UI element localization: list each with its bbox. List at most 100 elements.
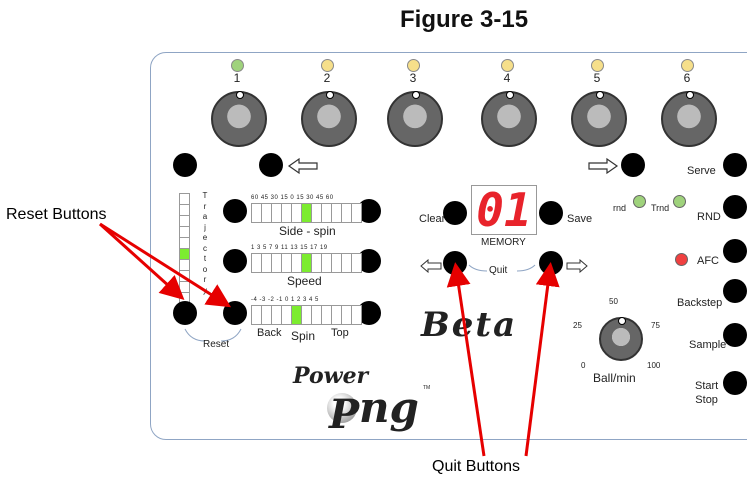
save-label: Save (567, 213, 593, 225)
backstep-button[interactable] (723, 279, 747, 303)
clear-label: Clear (419, 213, 446, 225)
ball-tick-0: 0 (581, 361, 586, 370)
knob-5-number: 5 (593, 71, 601, 85)
start-stop-label: Start Stop (695, 380, 719, 406)
serve-button[interactable] (723, 153, 747, 177)
knob-right-button[interactable] (621, 153, 645, 177)
knob-6[interactable] (661, 91, 717, 147)
speed-left-button[interactable] (223, 249, 247, 273)
brand-power: Power (293, 363, 369, 389)
trajectory-letter: j (204, 222, 206, 232)
trajectory-letter: c (203, 243, 207, 253)
knob-6-number: 6 (683, 71, 691, 85)
start-stop-button[interactable] (723, 371, 747, 395)
reset-trajectory-button[interactable] (173, 301, 197, 325)
ball-tick-75: 75 (651, 321, 660, 330)
rnd-button[interactable] (723, 195, 747, 219)
knob-6-led (681, 59, 694, 72)
knob-5-led (591, 59, 604, 72)
save-button[interactable] (539, 201, 563, 225)
afc-button[interactable] (723, 239, 747, 263)
knob-4[interactable] (481, 91, 537, 147)
brand-pong-suffix: ng (359, 383, 419, 432)
ball-tick-50: 50 (609, 297, 618, 306)
knob-2-led (321, 59, 334, 72)
trajectory-letter: r (203, 275, 207, 284)
knob-4-led (501, 59, 514, 72)
sample-label: Sample (689, 339, 727, 351)
knob-left-button[interactable] (173, 153, 197, 177)
brand-pong-p: P (329, 391, 360, 438)
spin-label: Spin (291, 329, 316, 343)
knob-3-led (407, 59, 420, 72)
reset-callout: Reset Buttons (6, 206, 107, 223)
reset-label: Reset (203, 339, 230, 350)
ball-logo-icon (327, 393, 357, 423)
spin-cell (351, 305, 362, 325)
memory-digits: 01 (476, 183, 532, 237)
knob-2-number: 2 (323, 71, 331, 85)
clear-button[interactable] (443, 201, 467, 225)
quit-left-arrow-icon (420, 259, 442, 273)
trajectory-letter: r (203, 201, 207, 211)
ball-per-min-knob[interactable] (599, 317, 643, 361)
speed-ticks: 1 3 5 7 9 11 13 15 17 19 (251, 245, 328, 251)
reset-bracket (184, 328, 242, 342)
spin-left-button[interactable] (223, 301, 247, 325)
knob-3-number: 3 (409, 71, 417, 85)
spin-ticks: -4 -3 -2 -1 0 1 2 3 4 5 (251, 297, 319, 303)
quit-right-button[interactable] (539, 251, 563, 275)
knob-1[interactable] (211, 91, 267, 147)
ball-tick-25: 25 (573, 321, 582, 330)
knob-1-number: 1 (233, 71, 241, 85)
quit-left-button[interactable] (443, 251, 467, 275)
quit-callout: Quit Buttons (432, 458, 521, 475)
afc-label: AFC (697, 255, 719, 267)
sidespin-left-button[interactable] (223, 199, 247, 223)
knob-3[interactable] (387, 91, 443, 147)
knob-5[interactable] (571, 91, 627, 147)
trajectory-letter: a (202, 212, 208, 221)
trajectory-letter: T (202, 191, 208, 200)
quit-label: Quit (489, 265, 508, 276)
speed-scale (251, 253, 362, 273)
trajectory-scale (179, 193, 190, 315)
speed-label: Speed (287, 274, 322, 288)
RND-label: RND (697, 211, 721, 223)
trajectory-letter: t (203, 254, 207, 263)
afc-led (675, 253, 688, 266)
knob-4-number: 4 (503, 71, 511, 85)
spin-top-label: Top (331, 327, 349, 339)
rnd-led (633, 195, 646, 208)
sample-button[interactable] (723, 323, 747, 347)
figure-title: Figure 3-15 (400, 6, 529, 33)
spin-back-label: Back (257, 327, 282, 339)
speed-cell (351, 253, 362, 273)
knob-left2-button[interactable] (259, 153, 283, 177)
sidespin-cell (351, 203, 362, 223)
trajectory-letter: e (202, 233, 208, 242)
trajectory-letter: o (202, 264, 208, 274)
knob-2[interactable] (301, 91, 357, 147)
trnd-label: Trnd (651, 203, 670, 213)
trnd-led (673, 195, 686, 208)
trajectory-letter: y (203, 285, 207, 295)
knob-1-led (231, 59, 244, 72)
serve-label: Serve (687, 165, 716, 177)
sidespin-ticks: 60 45 30 15 0 15 30 45 60 (251, 195, 334, 201)
model-name: Beta (421, 305, 518, 345)
sidespin-scale (251, 203, 362, 223)
quit-right-arrow-icon (566, 259, 588, 273)
memory-display: 01 (471, 185, 537, 235)
ball-tick-100: 100 (647, 361, 661, 370)
memory-label: MEMORY (481, 237, 526, 248)
sidespin-label: Side - spin (279, 224, 336, 238)
left-arrow-icon (287, 157, 318, 175)
ball-per-min-label: Ball/min (593, 371, 636, 385)
right-arrow-icon (588, 157, 619, 175)
trademark-mark: TM (423, 385, 431, 391)
rnd-label: rnd (613, 203, 627, 213)
backstep-label: Backstep (677, 297, 723, 309)
